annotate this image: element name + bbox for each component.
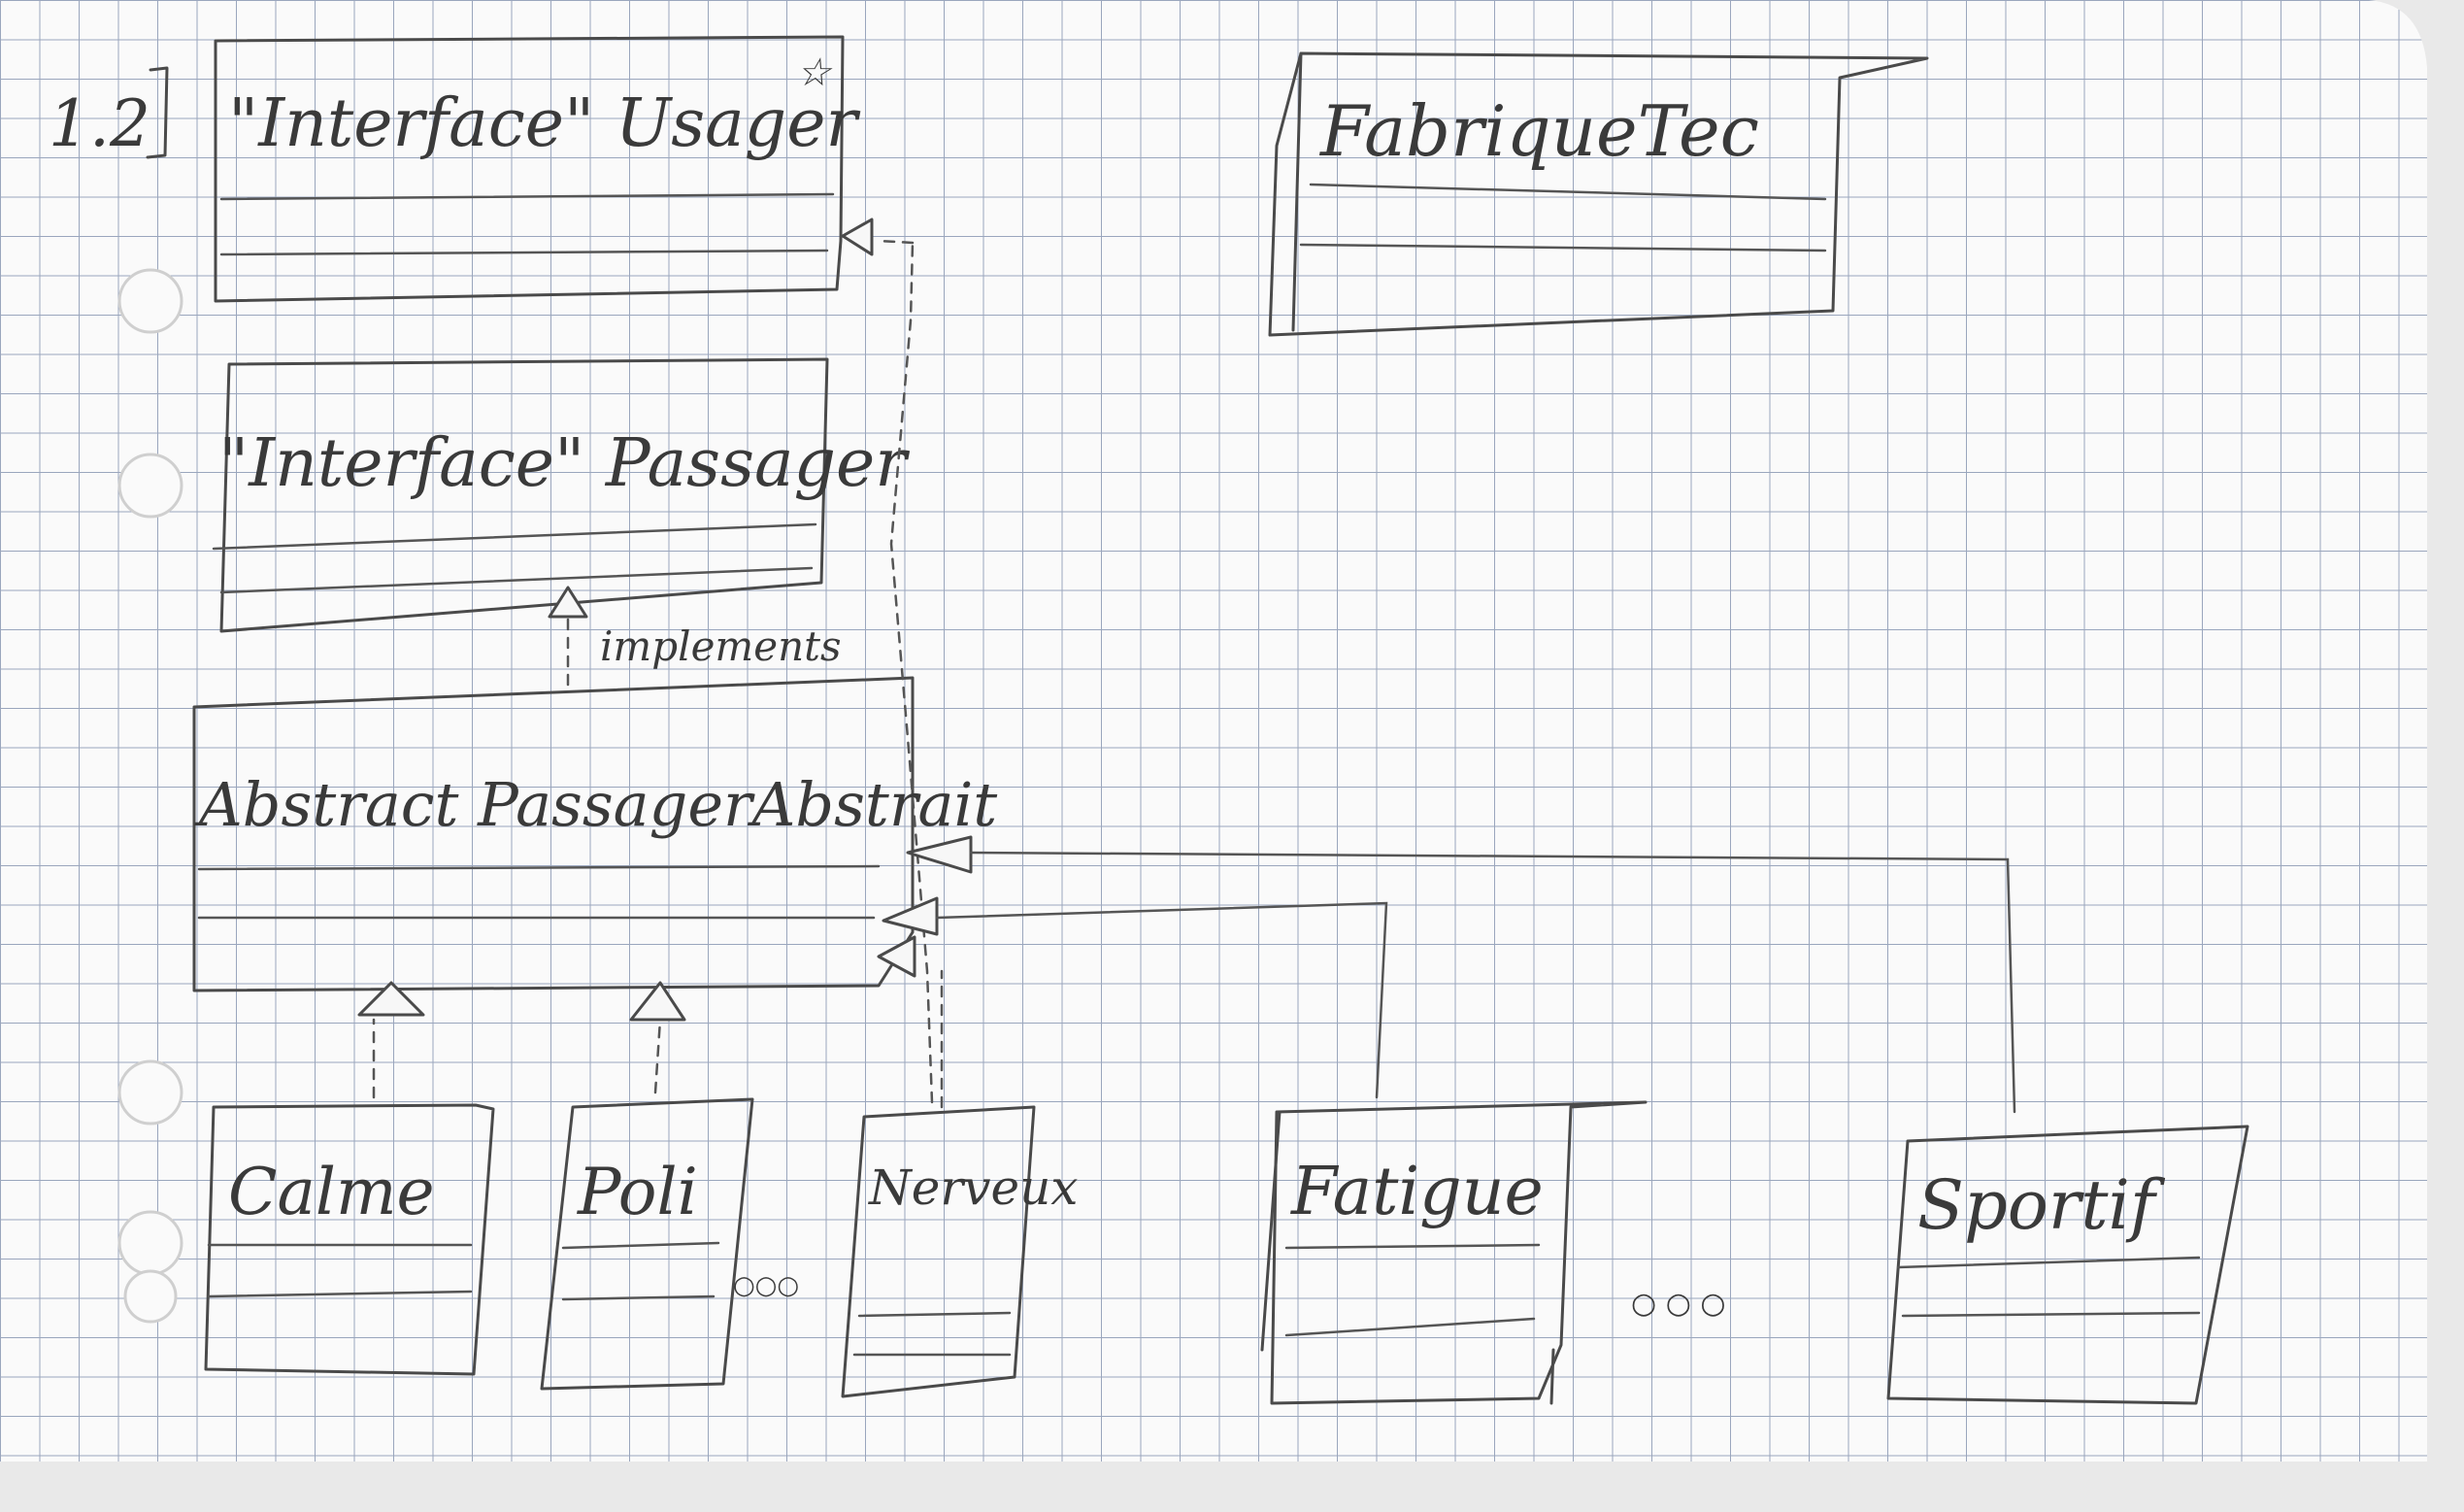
interface-mark-icon: ☆: [796, 50, 833, 95]
relation-heads-passager-abstrait: [877, 835, 973, 978]
relation-label-implements: implements: [600, 622, 842, 670]
class-name-fabrique-tec: FabriqueTec: [1318, 90, 1759, 172]
class-name-passager-abstrait: Abstract PassagerAbstrait: [194, 769, 997, 840]
class-name-interface-passager: "Interface" Passager: [218, 425, 910, 502]
class-name-nerveux: Nerveux: [868, 1159, 1078, 1216]
section-label: 1.2: [49, 86, 150, 161]
class-calme: Calme: [204, 981, 495, 1376]
class-passager-abstrait: Abstract PassagerAbstrait: [192, 676, 997, 992]
class-name-sportif: Sportif: [1917, 1165, 2166, 1245]
ellipsis-right: ○ ○ ○: [1631, 1287, 1726, 1321]
class-interface-usager: "Interface" Usager ☆: [214, 35, 860, 303]
class-poli: Poli: [540, 981, 754, 1391]
class-interface-passager: "Interface" Passager: [212, 357, 910, 633]
class-fatigue: Fatigue: [1260, 1100, 1648, 1405]
relation-implements: implements: [548, 586, 842, 687]
class-name-fatigue: Fatigue: [1289, 1154, 1544, 1230]
relation-fatigue-to-abstract: [935, 901, 1388, 1099]
grid-lines: [0, 0, 2427, 1462]
binder-holes: [117, 268, 183, 1324]
class-fabrique-tec: FabriqueTec: [1268, 51, 1929, 337]
relation-to-interface-usager: [841, 218, 934, 1104]
ellipsis-left: ○○○: [733, 1271, 799, 1300]
class-name-poli: Poli: [577, 1155, 698, 1229]
relation-sportif-to-abstract: [969, 851, 2016, 1114]
class-name-calme: Calme: [228, 1155, 435, 1229]
class-nerveux: Nerveux: [841, 1105, 1078, 1398]
class-name-interface-usager: "Interface" Usager: [228, 85, 860, 162]
class-sportif: Sportif: [1886, 1125, 2249, 1405]
